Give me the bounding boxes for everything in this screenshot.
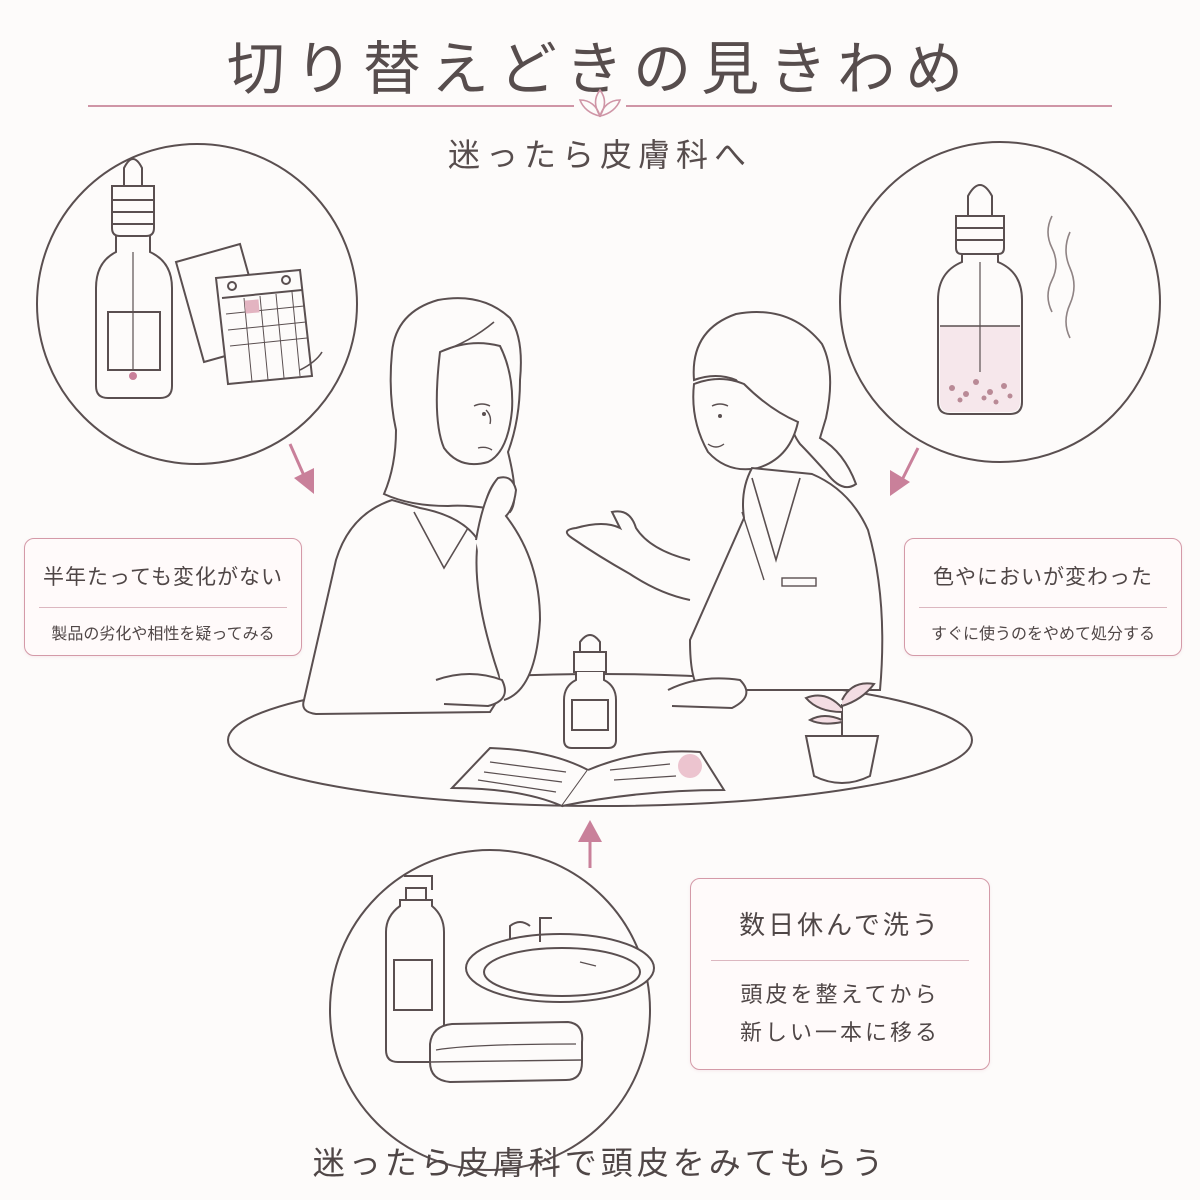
potted-plant-icon: [804, 682, 880, 784]
arrow-right-down-icon: [890, 447, 920, 496]
dropper-bottle-icon: [95, 158, 173, 399]
card-rest-and-wash-heading: 数日休んで洗う: [739, 911, 941, 941]
top-right-vignette: [839, 141, 1161, 463]
card-no-change-detail: 製品の劣化や相性を疑ってみる: [51, 624, 275, 643]
center-scene: [227, 297, 973, 808]
folded-towel-icon: [429, 1020, 584, 1084]
arrow-up-icon: [578, 820, 602, 868]
page-title: 切り替えどきの見きわめ: [226, 35, 974, 103]
leaf-ornament-icon: [578, 88, 622, 118]
sink-icon: [465, 917, 655, 1003]
card-rest-and-wash-detail: 頭皮を整えてから 新しい一本に移る: [691, 961, 989, 1053]
footer-caption: 迷ったら皮膚科で頭皮をみてもらう: [312, 1144, 888, 1182]
card-rest-and-wash-line-2: 新しい一本に移る: [739, 1021, 940, 1046]
card-color-odor-detail: すぐに使うのをやめて処分する: [930, 624, 1155, 643]
card-color-odor-heading: 色やにおいが変わった: [933, 565, 1153, 589]
card-divider: [711, 960, 969, 961]
cloudy-serum-bottle-icon: [937, 184, 1023, 415]
card-rest-and-wash-line-1: 頭皮を整えてから: [740, 983, 940, 1008]
card-no-change: 半年たっても変化がない 製品の劣化や相性を疑ってみる: [24, 538, 302, 656]
small-bottle-icon: [563, 634, 617, 749]
odor-waves-icon: [1047, 215, 1075, 339]
card-color-odor: 色やにおいが変わった すぐに使うのをやめて処分する: [904, 538, 1182, 656]
patient-figure: [302, 297, 542, 716]
bottom-vignette: [329, 849, 655, 1171]
arrow-left-down-icon: [288, 443, 314, 494]
calendar-icon: [174, 242, 323, 386]
pump-bottle-icon: [385, 875, 445, 1063]
card-no-change-heading: 半年たっても変化がない: [43, 565, 283, 589]
open-leaflet: [449, 746, 726, 808]
doctor-figure: [565, 311, 884, 710]
card-divider: [919, 607, 1167, 608]
card-rest-and-wash: 数日休んで洗う 頭皮を整えてから 新しい一本に移る: [690, 878, 990, 1070]
top-left-vignette: [36, 143, 358, 465]
title-rule: [88, 88, 1112, 118]
card-divider: [39, 607, 287, 608]
page-subtitle: 迷ったら皮膚科へ: [447, 136, 752, 174]
